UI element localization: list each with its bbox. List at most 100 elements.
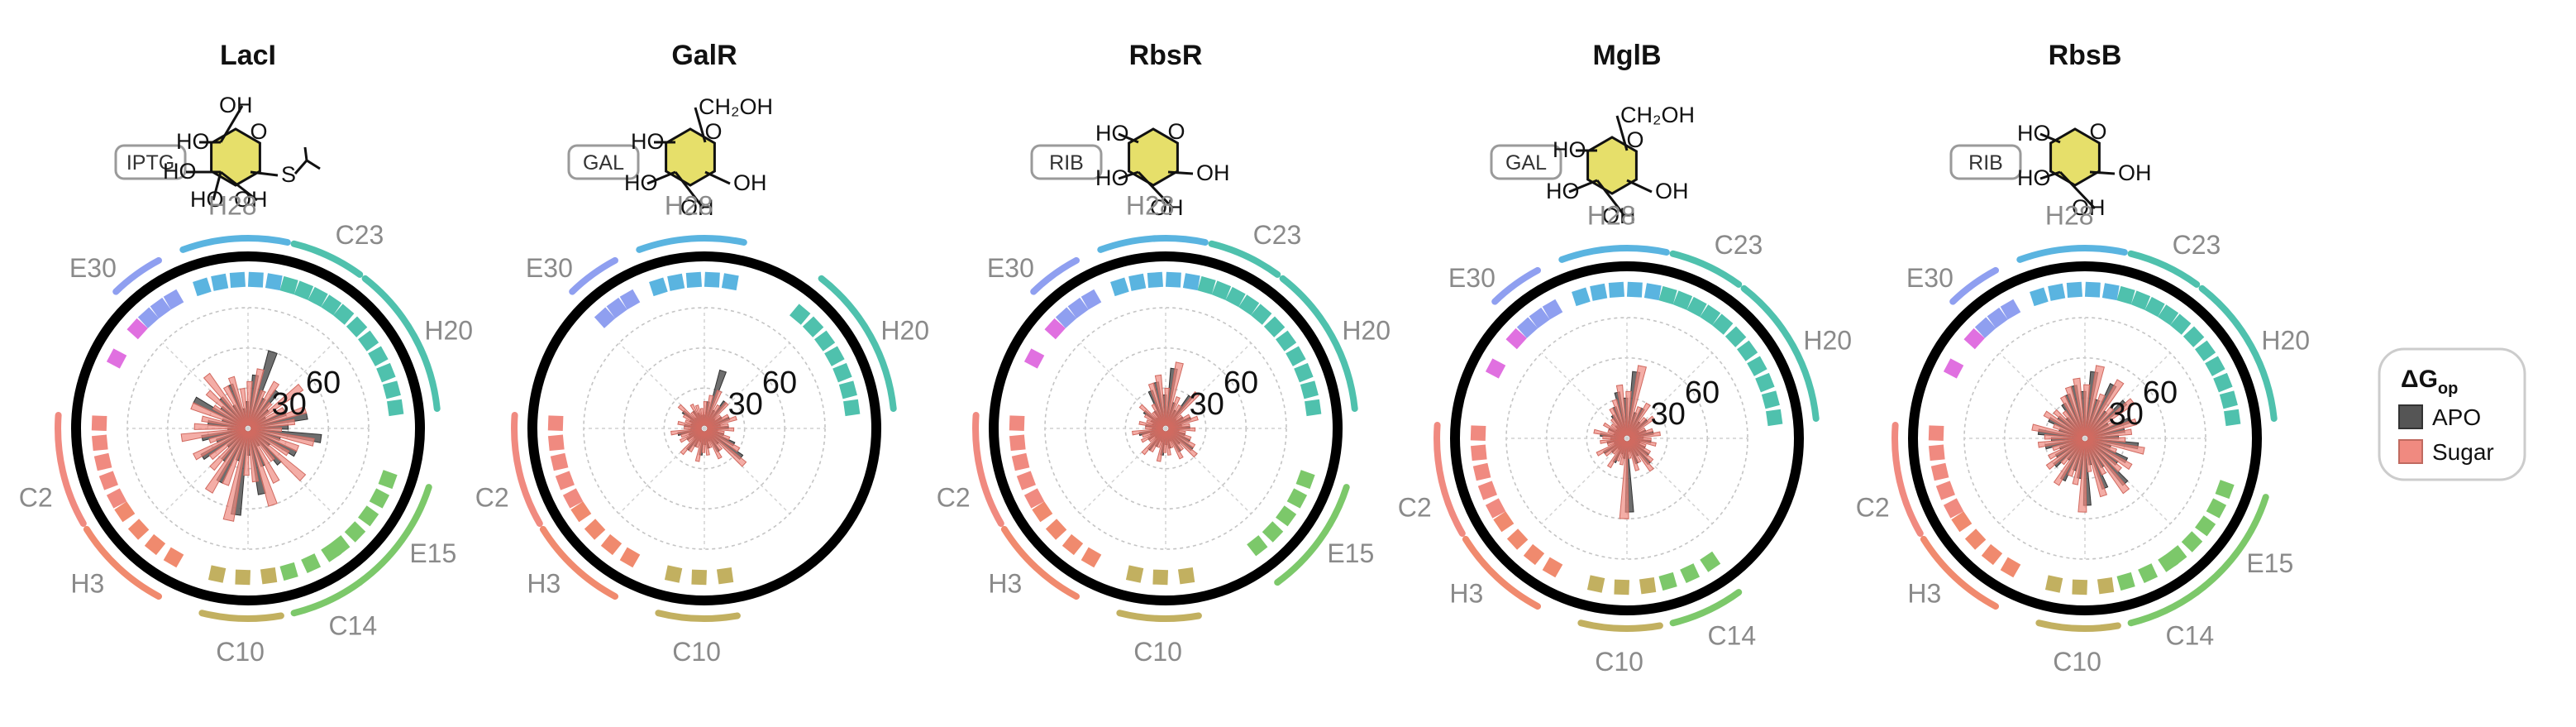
residue-marker — [664, 565, 683, 583]
substituent-bond — [212, 171, 222, 201]
region-label-h3: H3 — [1907, 579, 1941, 609]
radial-tick-label: 30 — [2109, 397, 2144, 432]
residue-marker — [1658, 285, 1677, 305]
substituent-bond — [1596, 179, 1627, 218]
residue-marker — [716, 567, 734, 585]
region-arc — [1030, 256, 1080, 295]
residue-marker — [704, 271, 720, 288]
residue-marker — [1963, 328, 1985, 350]
residue-marker — [2158, 551, 2179, 572]
region-label-e30: E30 — [1448, 263, 1496, 293]
residue-marker — [114, 501, 136, 523]
residue-marker — [2030, 287, 2049, 307]
residue-marker — [547, 415, 564, 432]
region-arc — [1949, 266, 1999, 305]
substituent-bond — [2089, 170, 2116, 175]
residue-marker — [1009, 434, 1026, 452]
region-label-h20: H20 — [1803, 326, 1852, 356]
residue-marker — [150, 297, 171, 318]
residue-marker — [2101, 283, 2120, 301]
panel-mglb: MglBGALOHOHOOHOHCH₂OH3060E30H28C23H20C14… — [1398, 40, 1852, 677]
residue-marker — [344, 521, 366, 543]
residue-marker — [369, 488, 390, 509]
panel-title: RbsB — [2049, 40, 2122, 71]
residue-marker — [1470, 425, 1486, 442]
substituent-bond — [219, 105, 244, 143]
residue-marker — [1023, 348, 1045, 369]
ligand-tag-box — [114, 144, 187, 180]
residue-marker — [2224, 409, 2241, 427]
substituent-label: HO — [163, 159, 197, 184]
sugar-ring-icon — [1128, 127, 1179, 187]
residue-marker — [649, 277, 668, 297]
substituent-bond — [1626, 179, 1653, 194]
sugar-ring-icon — [1586, 136, 1638, 195]
panel-rbsb: RbsBRIBOHOHOOHOH3060E30H28C23H20E15C14C1… — [1856, 40, 2310, 677]
residue-marker — [2116, 572, 2135, 591]
substituent-label: OH — [234, 187, 268, 212]
residue-marker — [1286, 488, 1308, 509]
radial-tick-label: 60 — [306, 366, 341, 400]
radial-tick-label: 30 — [1190, 387, 1224, 422]
residue-marker — [1542, 299, 1563, 320]
residue-marker — [2206, 498, 2227, 519]
legend-title: ΔGop — [2401, 366, 2458, 398]
residue-marker — [2044, 575, 2063, 593]
substituent-bond — [1118, 170, 1139, 180]
residue-marker — [691, 569, 708, 586]
residue-marker — [247, 271, 264, 288]
residue-marker — [265, 273, 283, 291]
residue-marker — [1529, 307, 1550, 328]
region-label-c2: C2 — [937, 482, 971, 512]
residue-marker — [1147, 271, 1164, 289]
outer-ring — [527, 251, 881, 605]
region-arc — [511, 412, 543, 527]
residue-marker — [1658, 572, 1677, 591]
residue-marker — [838, 380, 857, 399]
region-arc — [1577, 619, 1663, 632]
region-label-c23: C23 — [336, 220, 384, 250]
residue-marker — [1165, 271, 1181, 288]
residue-marker — [1080, 547, 1102, 568]
residue-marker — [1472, 462, 1491, 481]
substituent-label: OH — [1196, 160, 1230, 185]
region-label-c10: C10 — [216, 637, 265, 667]
ligand-tag-label: GAL — [1505, 151, 1547, 175]
ring-oxygen-label: O — [1167, 119, 1185, 144]
substituent-label: CH₂OH — [1620, 103, 1695, 127]
region-arc — [356, 484, 432, 586]
radial-tick-label: 60 — [1685, 375, 1720, 410]
region-arc — [1279, 275, 1358, 412]
residue-marker — [279, 275, 298, 295]
region-label-e30: E30 — [987, 253, 1034, 283]
panel-title: LacI — [220, 40, 276, 71]
ligand-tag-label: GAL — [583, 151, 624, 175]
residue-marker — [2181, 531, 2203, 552]
region-arc — [55, 412, 87, 527]
residue-marker — [1125, 565, 1144, 583]
substituent-label: OH — [680, 195, 714, 220]
residue-marker — [1755, 372, 1775, 393]
residue-marker — [1044, 318, 1066, 340]
residue-marker — [2195, 340, 2216, 361]
residue-marker — [1614, 579, 1630, 595]
region-arc — [290, 579, 364, 617]
residue-marker — [346, 316, 368, 337]
residue-marker — [1981, 543, 2003, 566]
radial-tick-label: 30 — [272, 387, 307, 422]
residue-marker — [2084, 281, 2101, 298]
residue-marker — [1712, 313, 1734, 335]
residue-marker — [570, 501, 592, 523]
sugar-ring-icon — [2049, 127, 2101, 187]
region-arc — [1740, 285, 1820, 422]
residue-marker — [1987, 307, 2008, 328]
residue-marker — [1305, 399, 1322, 417]
region-arc — [1000, 525, 1080, 600]
residue-marker — [1643, 283, 1662, 301]
residue-marker — [93, 452, 112, 471]
substituent-bond — [2058, 170, 2097, 210]
residue-marker — [1943, 498, 1964, 519]
region-arc — [1920, 535, 1999, 610]
residue-marker — [1238, 294, 1260, 316]
